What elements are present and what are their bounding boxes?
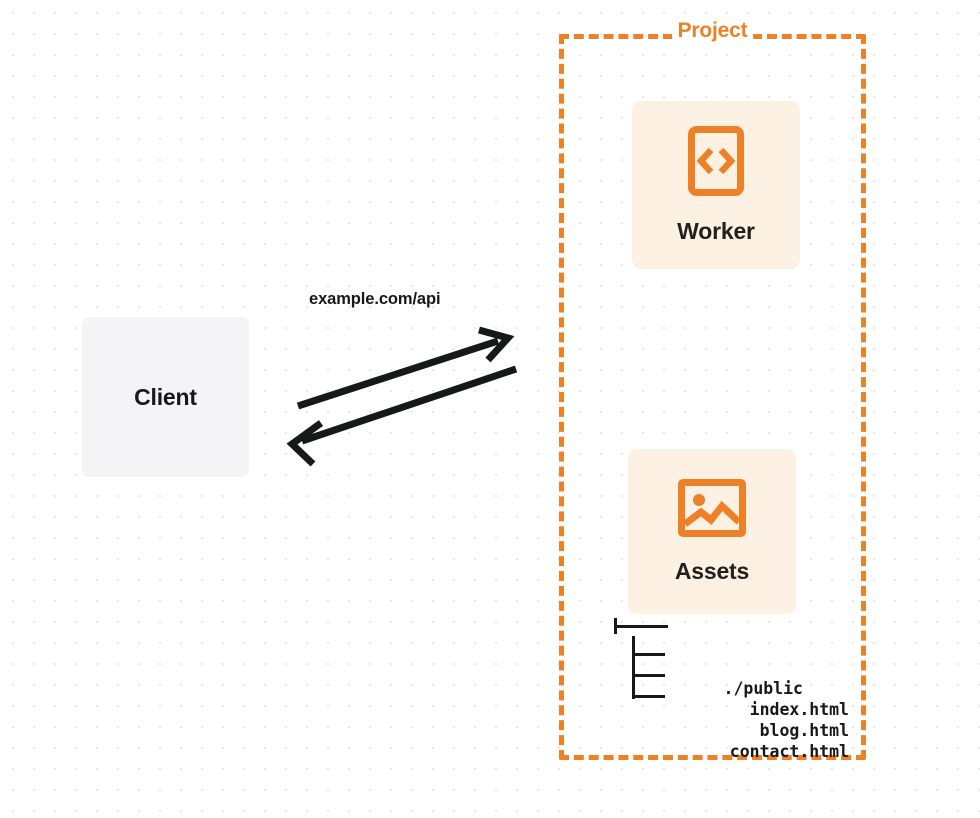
- code-brackets-icon: [687, 125, 745, 202]
- tree-branch-icon: [632, 674, 665, 677]
- image-picture-icon: [677, 478, 747, 543]
- tree-branch-icon: [614, 624, 668, 628]
- request-arrow: [296, 326, 515, 410]
- tree-stem-icon: [632, 657, 635, 678]
- file-tree-root-label: ./public: [723, 679, 803, 698]
- file-tree-item: blog.html: [604, 657, 854, 740]
- file-tree-item: index.html: [604, 636, 854, 719]
- client-node[interactable]: Client: [82, 317, 249, 477]
- file-tree-item-label: contact.html: [729, 742, 849, 761]
- client-label: Client: [134, 383, 197, 410]
- worker-card[interactable]: Worker: [632, 101, 800, 269]
- response-arrow: [286, 365, 518, 467]
- connection-label: example.com/api: [309, 290, 441, 308]
- assets-file-tree: ./public index.html blog.html contact.ht…: [604, 615, 854, 761]
- file-tree-root-row: ./public: [604, 615, 854, 698]
- tree-stem-icon: [632, 636, 635, 657]
- tree-branch-icon: [632, 653, 665, 656]
- file-tree-item-label: index.html: [749, 700, 849, 719]
- file-tree-item: contact.html: [604, 678, 854, 761]
- tree-stem-icon: [632, 678, 635, 699]
- project-group: Project Worker Assets: [559, 18, 866, 761]
- assets-card[interactable]: Assets: [628, 449, 796, 614]
- tree-branch-icon: [632, 695, 665, 698]
- file-tree-item-label: blog.html: [759, 721, 849, 740]
- project-group-title: Project: [671, 18, 754, 44]
- worker-label: Worker: [677, 218, 755, 244]
- assets-label: Assets: [674, 558, 750, 584]
